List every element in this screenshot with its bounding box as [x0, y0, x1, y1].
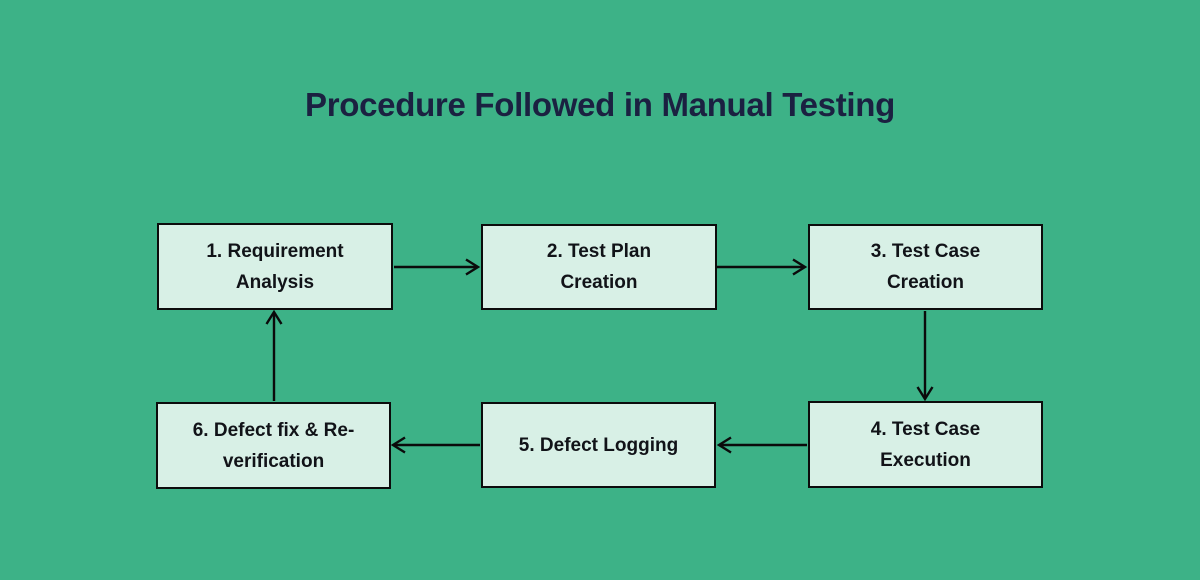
flow-box-label-line: Analysis — [235, 271, 315, 293]
flow-box-label-line: 5. Defect Logging — [518, 434, 679, 456]
flow-box-label-line: Creation — [560, 272, 638, 293]
page-title: Procedure Followed in Manual Testing — [305, 86, 895, 123]
arrow-6-to-1 — [265, 309, 283, 401]
flow-box-defect-logging: 5. Defect Logging — [481, 402, 716, 488]
flow-box-label-line: Creation — [886, 272, 965, 293]
flow-box-label-line: verification — [222, 450, 325, 472]
flow-box-test-case-execution: 4. Test Case Execution — [808, 401, 1043, 488]
arrow-4-to-5 — [716, 436, 807, 454]
flow-box-defect-fix-reverification: 6. Defect fix & Re- verification — [156, 402, 391, 489]
flow-box-label-line: 3. Test Case — [870, 241, 981, 262]
flow-box-label-line: Execution — [880, 449, 971, 471]
arrow-3-to-4 — [916, 311, 934, 402]
arrow-1-to-2 — [394, 258, 481, 276]
flow-box-requirement-analysis: 1. Requirement Analysis — [157, 223, 393, 310]
flow-box-label-line: 6. Defect fix & Re- — [192, 419, 355, 441]
flow-box-label-line: 4. Test Case — [870, 418, 981, 440]
flow-box-label-line: 2. Test Plan — [546, 241, 652, 262]
flow-box-label-line: 1. Requirement — [206, 240, 344, 262]
flow-box-test-case-creation: 3. Test Case Creation — [808, 224, 1043, 310]
arrow-5-to-6 — [390, 436, 480, 454]
arrow-2-to-3 — [717, 258, 808, 276]
flow-box-test-plan-creation: 2. Test Plan Creation — [481, 224, 717, 310]
